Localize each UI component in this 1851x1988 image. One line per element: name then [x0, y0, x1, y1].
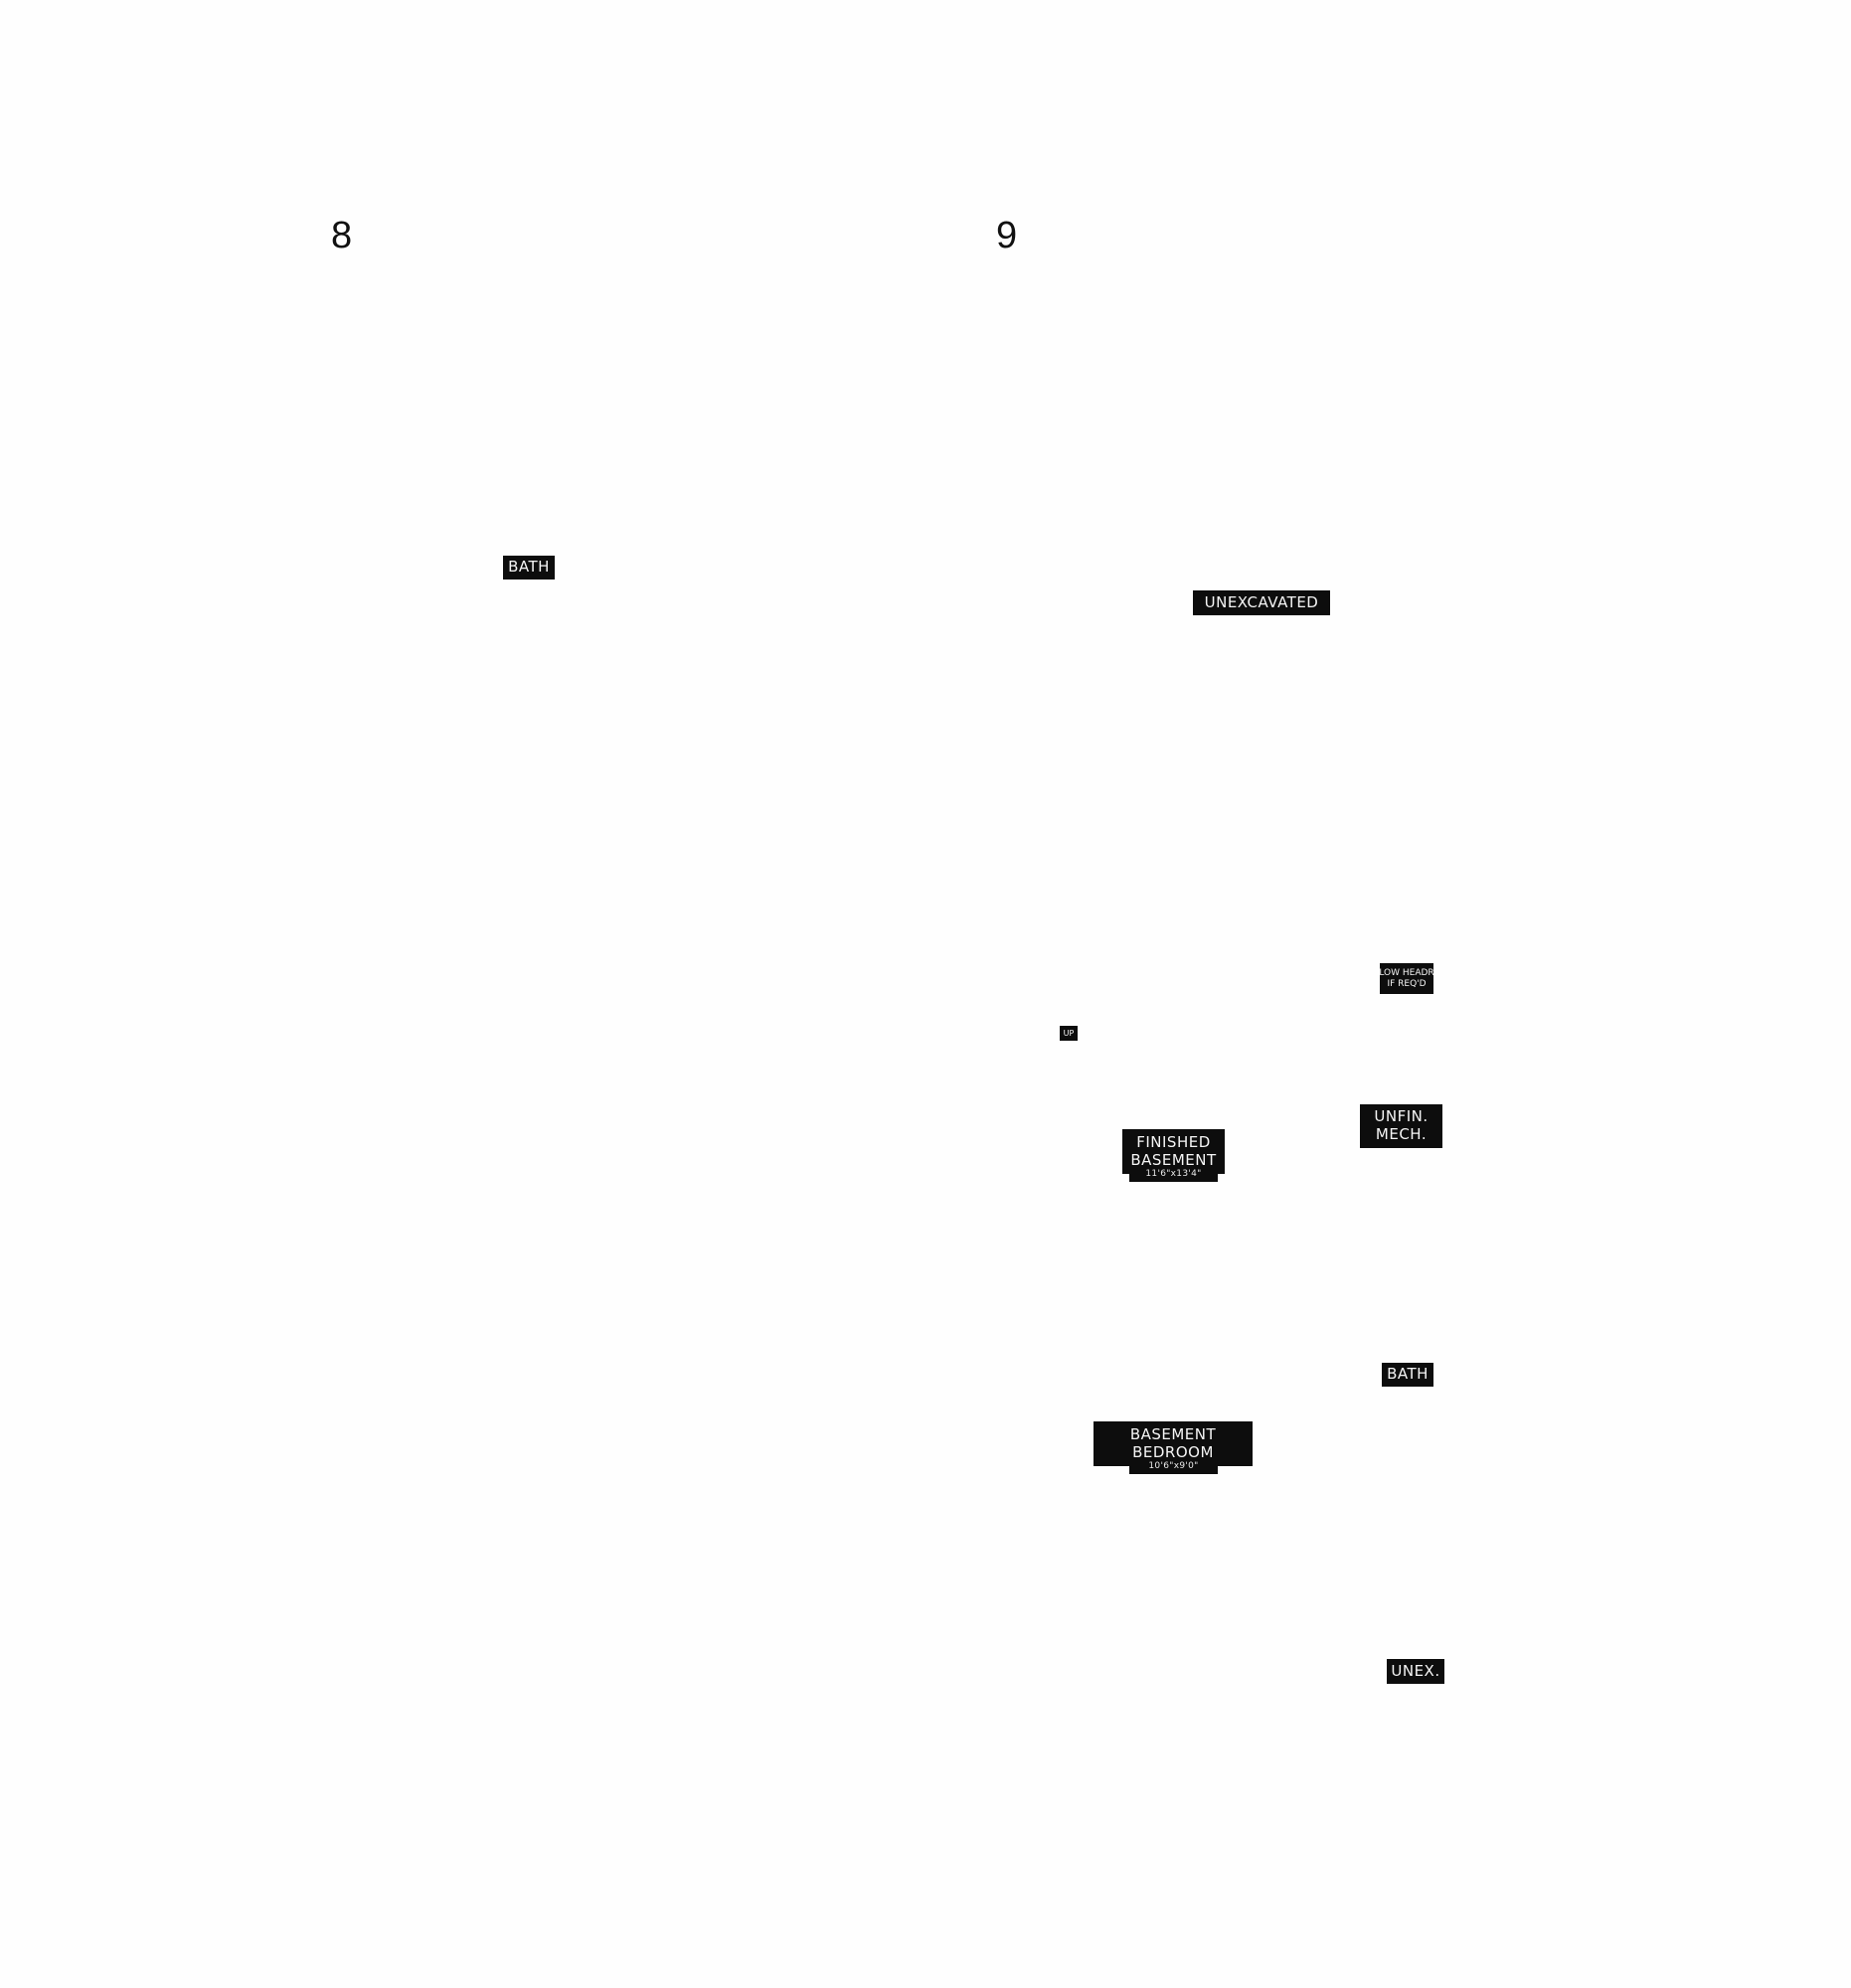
low-headroom-line1: LOW HEADR [1380, 967, 1433, 978]
unexcavated-text: UNEXCAVATED [1204, 592, 1319, 611]
unfin-mech-line1: UNFIN. [1374, 1107, 1429, 1126]
unfin-mech-label: UNFIN. MECH. [1360, 1104, 1442, 1148]
unex-text: UNEX. [1391, 1661, 1440, 1680]
plan-8-bath-label: BATH [503, 556, 555, 580]
stairs-up-label: UP [1060, 1026, 1078, 1041]
basement-bedroom-line1: BASEMENT [1129, 1424, 1217, 1443]
page-number-8: 8 [331, 215, 353, 256]
page-number-9: 9 [996, 215, 1018, 256]
basement-bedroom-dimensions: 10'6"x9'0" [1129, 1460, 1218, 1474]
unex-label: UNEX. [1387, 1659, 1444, 1684]
finished-basement-label: FINISHED BASEMENT [1122, 1129, 1225, 1174]
basement-bedroom-label: BASEMENT BEDROOM [1094, 1421, 1253, 1466]
low-headroom-label: LOW HEADR IF REQ'D [1380, 963, 1433, 994]
plan-8-bath-text: BATH [508, 558, 550, 577]
low-headroom-line2: IF REQ'D [1387, 978, 1427, 989]
basement-bedroom-line2: BEDROOM [1132, 1442, 1214, 1461]
stairs-up-text: UP [1063, 1028, 1075, 1038]
finished-basement-line1: FINISHED [1136, 1132, 1211, 1151]
finished-basement-dimensions: 11'6"x13'4" [1129, 1168, 1218, 1182]
plan-9-bath-label: BATH [1382, 1363, 1433, 1387]
finished-basement-line2: BASEMENT [1130, 1150, 1217, 1169]
unfin-mech-line2: MECH. [1375, 1125, 1428, 1143]
unexcavated-label: UNEXCAVATED [1193, 590, 1330, 615]
plan-9-bath-text: BATH [1387, 1365, 1429, 1384]
